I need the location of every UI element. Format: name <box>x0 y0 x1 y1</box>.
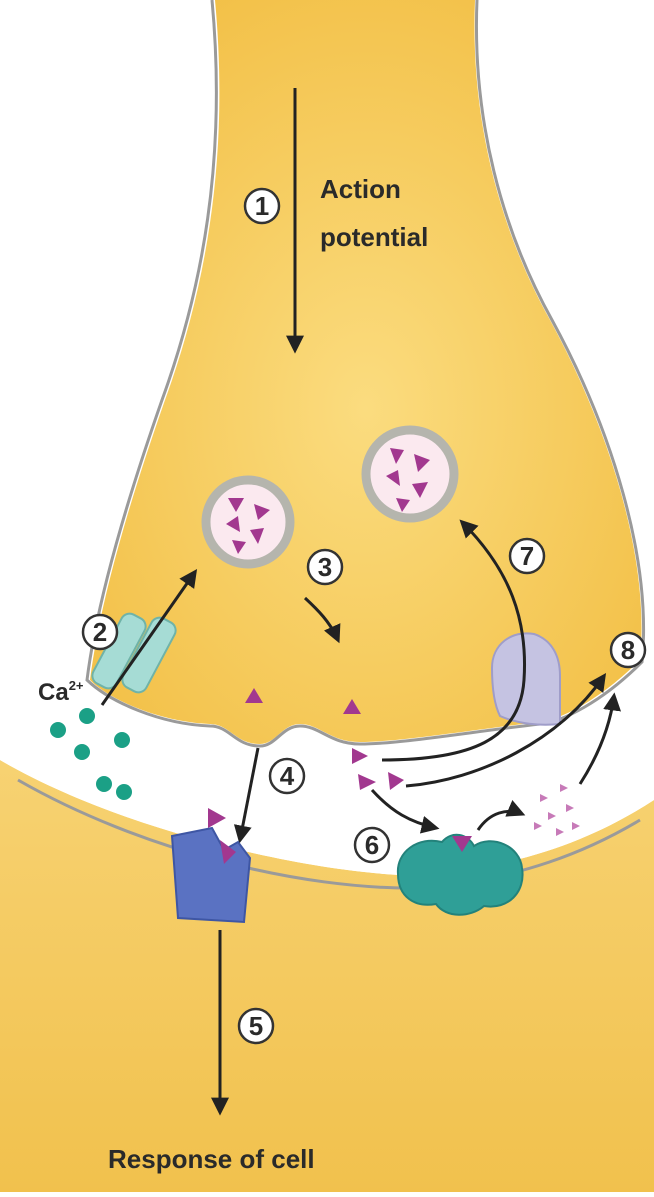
step-6-marker: 6 <box>355 828 389 862</box>
step-8-label: 8 <box>621 635 635 665</box>
step-7-marker: 7 <box>510 539 544 573</box>
response-of-cell-label: Response of cell <box>108 1144 315 1174</box>
step-4-marker: 4 <box>270 759 304 793</box>
step-5-marker: 5 <box>239 1009 273 1043</box>
step-6-label: 6 <box>365 830 379 860</box>
action-potential-label-line2: potential <box>320 222 428 252</box>
step-5-label: 5 <box>249 1011 263 1041</box>
postsynaptic-receptor <box>172 828 250 922</box>
step-1-label: 1 <box>255 191 269 221</box>
reuptake-transporter <box>492 633 560 724</box>
step-2-label: 2 <box>93 617 107 647</box>
step-4-label: 4 <box>280 761 295 791</box>
step-3-label: 3 <box>318 552 332 582</box>
step-7-label: 7 <box>520 541 534 571</box>
step-3-marker: 3 <box>308 550 342 584</box>
step-2-marker: 2 <box>83 615 117 649</box>
step-1-marker: 1 <box>245 189 279 223</box>
action-potential-label-line1: Action <box>320 174 401 204</box>
synaptic-vesicle-left <box>206 480 290 564</box>
step-8-marker: 8 <box>611 633 645 667</box>
synaptic-vesicle-right <box>366 430 454 518</box>
